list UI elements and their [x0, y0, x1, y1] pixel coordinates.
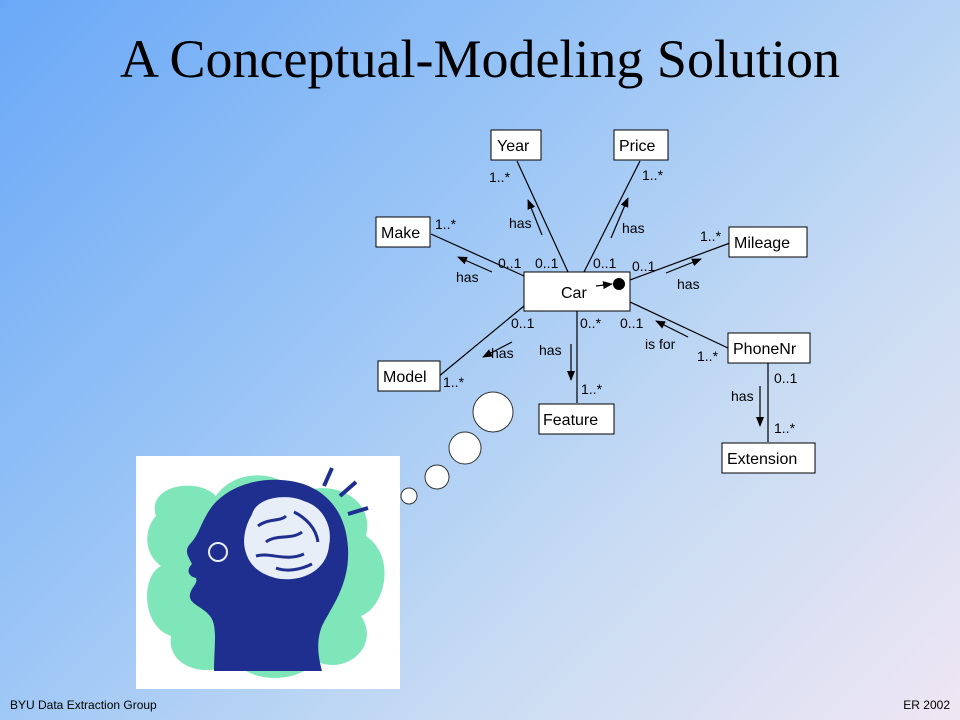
- mult-model-far: 1..*: [443, 374, 465, 390]
- label-price-relation: has: [622, 220, 645, 236]
- mult-price-car: 0..1: [593, 255, 617, 271]
- label-year-relation: has: [509, 215, 532, 231]
- mult-feature-far: 1..*: [581, 381, 603, 397]
- mult-extension-far: 1..*: [774, 420, 796, 436]
- arrow-make-has: [457, 256, 493, 273]
- node-model: Model: [377, 360, 441, 392]
- node-mileage: Mileage: [728, 226, 808, 258]
- node-make: Make: [375, 216, 431, 248]
- node-year: Year: [490, 129, 542, 161]
- svg-text:Extension: Extension: [727, 451, 797, 468]
- arrow-phonenr-isfor: [655, 320, 689, 338]
- mult-model-car: 0..1: [511, 315, 535, 331]
- edge-car-make: [430, 233, 525, 277]
- svg-text:Feature: Feature: [543, 412, 598, 429]
- node-extension: Extension: [721, 442, 816, 474]
- arrow-mileage-has: [665, 258, 702, 274]
- edge-car-model: [437, 305, 525, 378]
- edge-car-price: [583, 160, 641, 273]
- footer-right-text: ER 2002: [903, 698, 950, 712]
- mult-year-far: 1..*: [489, 169, 511, 185]
- svg-text:Car: Car: [561, 285, 587, 302]
- mult-extension-near: 0..1: [774, 370, 798, 386]
- edge-car-phonenr: [629, 301, 729, 349]
- label-make-relation: has: [456, 269, 479, 285]
- mult-make-far: 1..*: [435, 216, 457, 232]
- mult-make-car: 0..1: [498, 255, 522, 271]
- mult-phonenr-far: 1..*: [697, 348, 719, 364]
- slide-title: A Conceptual-Modeling Solution: [120, 29, 840, 89]
- mult-feature-car: 0..*: [580, 315, 602, 331]
- car-key-arrow: [595, 281, 613, 290]
- car-key-dot-icon: [613, 278, 625, 290]
- arrow-year-has: [527, 199, 543, 236]
- footer-left-text: BYU Data Extraction Group: [10, 698, 157, 712]
- label-model-relation: has: [491, 345, 514, 361]
- svg-text:Price: Price: [619, 138, 656, 155]
- mult-mileage-car: 0..1: [632, 258, 656, 274]
- mult-phonenr-car: 0..1: [620, 315, 644, 331]
- edge-car-mileage: [629, 242, 731, 281]
- node-phonenr: PhoneNr: [727, 332, 811, 364]
- svg-text:Model: Model: [383, 369, 427, 386]
- edge-car-year: [516, 160, 569, 273]
- thinking-head-icon: [136, 456, 400, 689]
- label-mileage-relation: has: [677, 276, 700, 292]
- thought-bubble-icon: [400, 391, 514, 505]
- node-feature: Feature: [538, 403, 615, 435]
- mult-mileage-far: 1..*: [700, 228, 722, 244]
- arrow-price-has: [610, 197, 629, 239]
- label-extension-relation: has: [731, 388, 754, 404]
- svg-text:Make: Make: [381, 225, 420, 242]
- svg-text:Year: Year: [497, 138, 530, 155]
- label-feature-relation: has: [539, 342, 562, 358]
- label-phonenr-relation: is for: [645, 336, 676, 352]
- mult-price-far: 1..*: [642, 167, 664, 183]
- node-price: Price: [613, 129, 669, 161]
- arrow-model-has: [482, 341, 513, 358]
- mult-year-car: 0..1: [535, 255, 559, 271]
- node-car: Car: [523, 271, 631, 312]
- svg-text:Mileage: Mileage: [734, 235, 790, 252]
- svg-text:PhoneNr: PhoneNr: [733, 341, 797, 358]
